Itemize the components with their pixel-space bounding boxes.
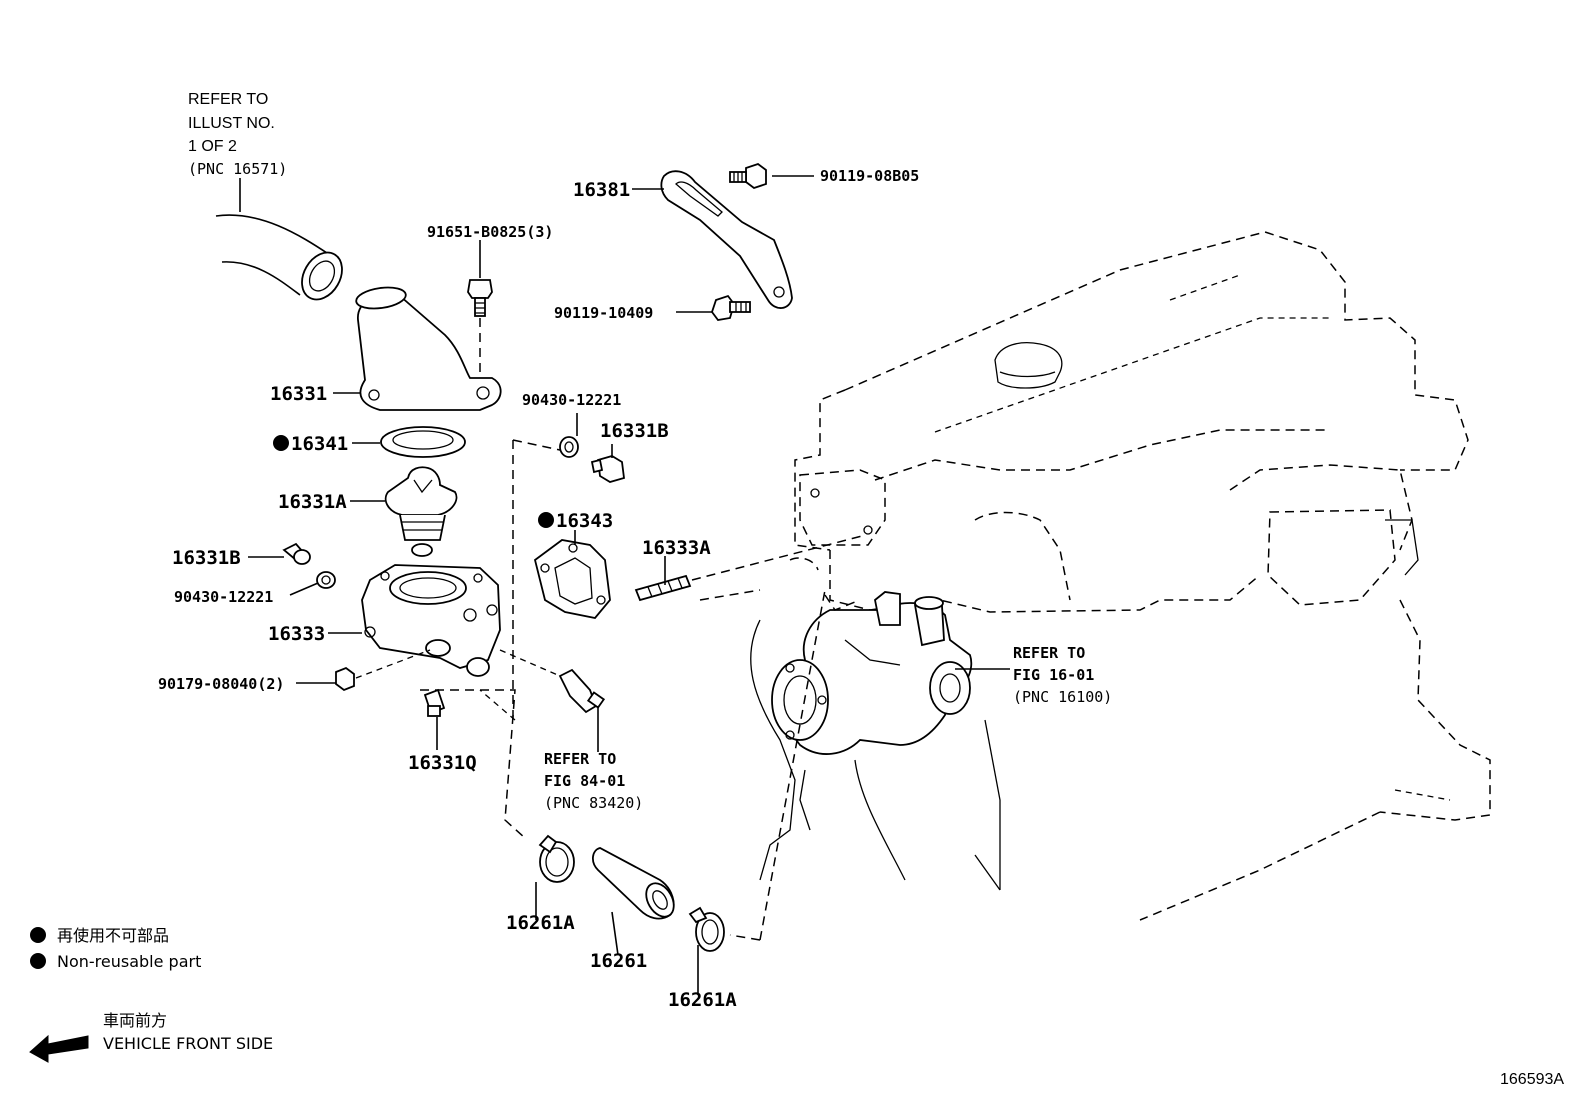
hose-ref-line-3: 1 OF 2 bbox=[188, 138, 237, 155]
part-label-90119-08B05[interactable]: 90119-08B05 bbox=[820, 167, 919, 185]
hose-ref-line-4: (PNC 16571) bbox=[188, 160, 287, 178]
water-pump-illustration bbox=[771, 591, 973, 755]
sensor-illustration bbox=[499, 649, 606, 714]
water-outlet-illustration bbox=[355, 286, 502, 411]
non-reusable-marker-16341 bbox=[273, 435, 289, 451]
leader-lines bbox=[248, 175, 1010, 995]
sensor-ref-line-1: REFER TO bbox=[544, 750, 616, 768]
part-label-90179[interactable]: 90179-08040(2) bbox=[158, 675, 284, 693]
part-label-16331B-top[interactable]: 16331B bbox=[600, 420, 669, 442]
legend: 再使用不可部品 Non-reusable part 車両前方 VEHICLE F… bbox=[29, 926, 273, 1063]
legend-front: VEHICLE FRONT SIDE bbox=[103, 1034, 273, 1053]
part-label-91651-B0825[interactable]: 91651-B0825(3) bbox=[427, 223, 553, 241]
reference-notes: REFER TO ILLUST NO. 1 OF 2 (PNC 16571) R… bbox=[188, 91, 1112, 812]
legend-jp-nonreusable: 再使用不可部品 bbox=[57, 926, 169, 945]
part-label-16331[interactable]: 16331 bbox=[270, 383, 327, 405]
part-label-16381[interactable]: 16381 bbox=[573, 179, 630, 201]
hose-ref-line-2: ILLUST NO. bbox=[188, 115, 275, 132]
washer-90430-top-illustration bbox=[559, 436, 579, 458]
water-pump-ref-line-1: REFER TO bbox=[1013, 644, 1085, 662]
sensor-ref-line-2: FIG 84-01 bbox=[544, 772, 625, 790]
part-label-16331A[interactable]: 16331A bbox=[278, 491, 347, 513]
part-label-90119-10409[interactable]: 90119-10409 bbox=[554, 304, 653, 322]
legend-jp-front: 車両前方 bbox=[103, 1011, 167, 1030]
part-label-90430-left[interactable]: 90430-12221 bbox=[174, 588, 273, 606]
gasket-16341-illustration bbox=[380, 426, 466, 458]
clamp-16261A-left-illustration bbox=[538, 834, 575, 883]
gasket-16343-illustration bbox=[533, 539, 611, 619]
part-label-16331B-left[interactable]: 16331B bbox=[172, 547, 241, 569]
part-label-16333A[interactable]: 16333A bbox=[642, 537, 711, 559]
part-label-16261[interactable]: 16261 bbox=[590, 950, 647, 972]
non-reusable-marker-16343 bbox=[538, 512, 554, 528]
part-label-16261A-right[interactable]: 16261A bbox=[668, 989, 737, 1011]
bolt-90119-10409-illustration bbox=[710, 294, 751, 321]
illustration-id: 166593A bbox=[1500, 1071, 1564, 1088]
legend-nonreusable: Non-reusable part bbox=[57, 952, 201, 971]
part-label-16341[interactable]: 16341 bbox=[291, 433, 348, 455]
nut-90179-illustration bbox=[335, 649, 431, 692]
clamp-16261A-right-illustration bbox=[688, 906, 725, 952]
connector-lines bbox=[420, 439, 826, 941]
sensor-ref-line-3: (PNC 83420) bbox=[544, 794, 643, 812]
part-label-16333[interactable]: 16333 bbox=[268, 623, 325, 645]
bypass-hose-illustration bbox=[592, 847, 675, 920]
thermostat-housing-illustration bbox=[361, 564, 501, 677]
plug-16331B-left-illustration bbox=[282, 542, 336, 589]
part-label-16261A-left[interactable]: 16261A bbox=[506, 912, 575, 934]
bolt-90119-08B05-illustration bbox=[729, 162, 767, 190]
part-label-16331Q[interactable]: 16331Q bbox=[408, 752, 477, 774]
front-arrow-icon bbox=[29, 1034, 89, 1063]
part-label-90430-top[interactable]: 90430-12221 bbox=[522, 391, 621, 409]
plug-16331Q-illustration bbox=[423, 688, 446, 717]
engine-block-outline bbox=[750, 231, 1491, 921]
legend-bullet-jp bbox=[30, 927, 46, 943]
water-pump-ref-line-2: FIG 16-01 bbox=[1013, 666, 1094, 684]
hose-ref-line-1: REFER TO bbox=[188, 91, 268, 108]
thermostat-illustration bbox=[384, 466, 458, 557]
part-label-16343[interactable]: 16343 bbox=[556, 510, 613, 532]
radiator-hose-illustration bbox=[215, 178, 343, 301]
bracket-16381-illustration bbox=[660, 170, 793, 309]
stud-16333A-illustration bbox=[634, 535, 863, 602]
plug-16331B-top-illustration bbox=[590, 455, 625, 483]
legend-bullet-en bbox=[30, 953, 46, 969]
part-number-labels: 16381 90119-08B05 91651-B0825(3) 90119-1… bbox=[158, 167, 919, 1011]
water-pump-ref-line-3: (PNC 16100) bbox=[1013, 688, 1112, 706]
bolt-91651-illustration bbox=[467, 240, 493, 378]
